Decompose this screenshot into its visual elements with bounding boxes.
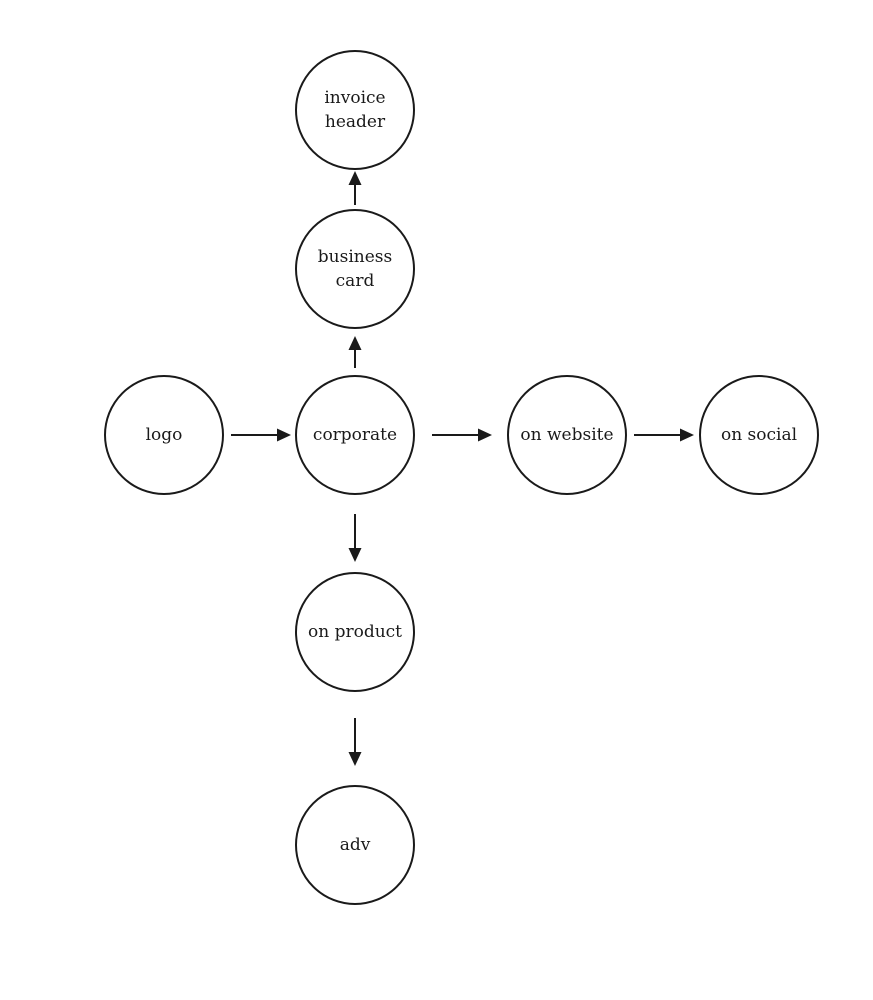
edge-corporate-to-business-card <box>348 336 362 368</box>
arrowhead-icon <box>348 548 362 562</box>
node-circle <box>295 785 415 905</box>
arrowhead-icon <box>348 171 362 185</box>
node-on-website: on website <box>507 375 627 495</box>
node-label: on website <box>520 425 613 445</box>
node-circle <box>104 375 224 495</box>
node-label: on product <box>308 622 402 642</box>
edge-corporate-to-on-website <box>432 428 492 442</box>
node-circle <box>295 209 415 329</box>
node-business-card: business card <box>295 209 415 329</box>
arrowhead-icon <box>348 752 362 766</box>
node-label: corporate <box>313 425 397 445</box>
node-on-social: on social <box>699 375 819 495</box>
edge-on-website-to-on-social <box>634 428 694 442</box>
node-label: on social <box>721 425 797 445</box>
node-circle <box>699 375 819 495</box>
node-circle <box>295 375 415 495</box>
node-logo: logo <box>104 375 224 495</box>
edge-business-card-to-invoice-header <box>348 171 362 205</box>
arrowhead-icon <box>478 428 492 442</box>
node-on-product: on product <box>295 572 415 692</box>
node-label: adv <box>340 835 371 855</box>
node-label: logo <box>146 425 183 445</box>
node-circle <box>295 50 415 170</box>
node-label: card <box>336 271 375 291</box>
arrowhead-icon <box>277 428 291 442</box>
edge-on-product-to-adv <box>348 718 362 766</box>
node-circle <box>507 375 627 495</box>
nodes-layer: logo corporate business card invoice header on… <box>104 50 819 905</box>
node-invoice-header: invoice header <box>295 50 415 170</box>
node-adv: adv <box>295 785 415 905</box>
node-corporate: corporate <box>295 375 415 495</box>
arrowhead-icon <box>680 428 694 442</box>
node-label: business <box>318 247 392 267</box>
edge-logo-to-corporate <box>231 428 291 442</box>
node-label: header <box>325 112 386 132</box>
arrowhead-icon <box>348 336 362 350</box>
edges-layer <box>231 171 694 766</box>
node-label: invoice <box>324 88 385 108</box>
node-circle <box>295 572 415 692</box>
edge-corporate-to-on-product <box>348 514 362 562</box>
